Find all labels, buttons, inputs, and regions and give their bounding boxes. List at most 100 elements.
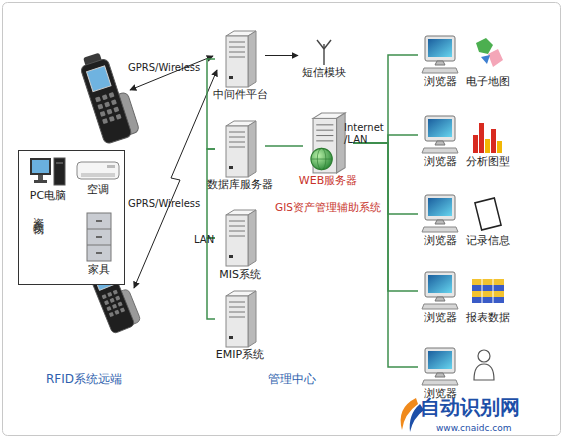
monitor-frame <box>425 116 455 141</box>
connector <box>207 149 215 238</box>
reader-key <box>109 312 114 317</box>
drive-slot <box>229 137 245 138</box>
aircon-node: 空调 <box>73 159 123 201</box>
aircon-panel <box>107 165 115 168</box>
keyboard <box>422 304 458 309</box>
node-label: 记录信息 <box>466 234 510 248</box>
cabinet-body <box>87 213 111 261</box>
antenna-icon <box>309 38 339 66</box>
reader-body <box>80 58 132 145</box>
server-icon <box>220 120 260 178</box>
monitor-node: 浏览器 <box>418 271 462 327</box>
pc-stand <box>38 175 43 180</box>
pc-tower <box>54 158 65 185</box>
annotation-label: 管理中心 <box>268 372 316 386</box>
server-icon <box>220 290 260 348</box>
monitor-screen <box>428 119 452 137</box>
monitor-stand <box>435 220 445 224</box>
monitor-node: 浏览器 <box>418 194 462 250</box>
drive-slot <box>229 147 245 148</box>
drive-slot <box>229 221 245 222</box>
antenna-node: 短信模块 <box>298 38 350 82</box>
server-side <box>248 121 256 177</box>
monitor-stand <box>435 297 445 301</box>
server-side <box>248 210 256 266</box>
reader-key <box>109 116 115 122</box>
map-region <box>488 49 503 67</box>
monitor-node: 浏览器 <box>418 35 462 91</box>
reader-key <box>107 109 113 115</box>
drive-slot <box>229 52 245 53</box>
connector <box>353 143 418 291</box>
cabinet-divider <box>87 245 111 246</box>
annotation-label: LAN <box>194 234 214 246</box>
connector <box>353 143 418 367</box>
drive-slot <box>316 135 333 136</box>
monitor-screen <box>428 39 452 57</box>
power-led <box>229 166 233 169</box>
node-label: 分析图型 <box>466 155 510 169</box>
aircon-body <box>77 162 119 179</box>
globe-equator <box>311 159 332 160</box>
power-led <box>229 255 233 258</box>
keyboard <box>422 68 458 73</box>
paper-icon <box>470 194 506 234</box>
connectors <box>207 55 418 367</box>
aircon-icon <box>76 159 120 183</box>
reader-key <box>115 296 120 301</box>
monitor-icon <box>420 115 460 155</box>
reader-key <box>102 294 107 299</box>
illustration <box>3 3 561 436</box>
map-pointer <box>481 55 490 64</box>
monitor-frame <box>425 272 455 297</box>
table-grid <box>482 279 483 303</box>
monitor-screen <box>428 198 452 216</box>
chart-bar <box>485 139 490 153</box>
pc-base <box>34 180 47 183</box>
drive-slot <box>229 236 245 237</box>
monitor-frame <box>425 36 455 61</box>
node-label: MIS系统 <box>219 268 261 282</box>
monitor-icon <box>420 194 460 234</box>
reader-key <box>107 292 112 297</box>
table-row <box>472 279 504 285</box>
chart-bar <box>479 123 484 153</box>
annotation-label: RFID系统远端 <box>46 372 122 386</box>
cabinet-node: 家具 <box>77 211 121 281</box>
monitor-icon <box>420 347 460 387</box>
drive-slot <box>229 226 245 227</box>
reader-key <box>102 118 108 124</box>
reader-key <box>112 304 117 309</box>
monitor-frame <box>425 348 455 373</box>
paper-node: 记录信息 <box>463 194 513 250</box>
reader-screen <box>87 66 112 92</box>
server-node: 数据库服务器 <box>215 120 265 194</box>
reader-key <box>95 96 101 102</box>
map-icon <box>470 35 506 75</box>
cabinet-icon <box>85 211 113 263</box>
reader-key <box>113 106 119 112</box>
server-node: MIS系统 <box>215 208 265 286</box>
globe <box>311 148 332 169</box>
table-icon <box>470 271 506 311</box>
server-icon <box>220 30 260 88</box>
pc-drive <box>56 163 63 164</box>
table-node: 报表数据 <box>463 271 513 327</box>
table-row <box>472 297 504 303</box>
monitor-node: 浏览器 <box>418 347 462 403</box>
table-row <box>472 285 504 291</box>
antenna-arm <box>324 40 331 49</box>
node-label: 资产实物 <box>31 209 45 217</box>
table-grid <box>493 279 494 303</box>
connector <box>265 145 303 147</box>
monitor-icon <box>420 271 460 311</box>
chart-bar <box>497 141 502 153</box>
drive-slot <box>229 57 245 58</box>
reader-key <box>102 94 108 100</box>
monitor-screen <box>428 275 452 293</box>
connector <box>265 55 298 56</box>
node-label: 家具 <box>88 263 110 277</box>
bars-icon <box>470 115 506 155</box>
reader-key <box>111 99 117 105</box>
aircon-vent <box>81 174 115 175</box>
